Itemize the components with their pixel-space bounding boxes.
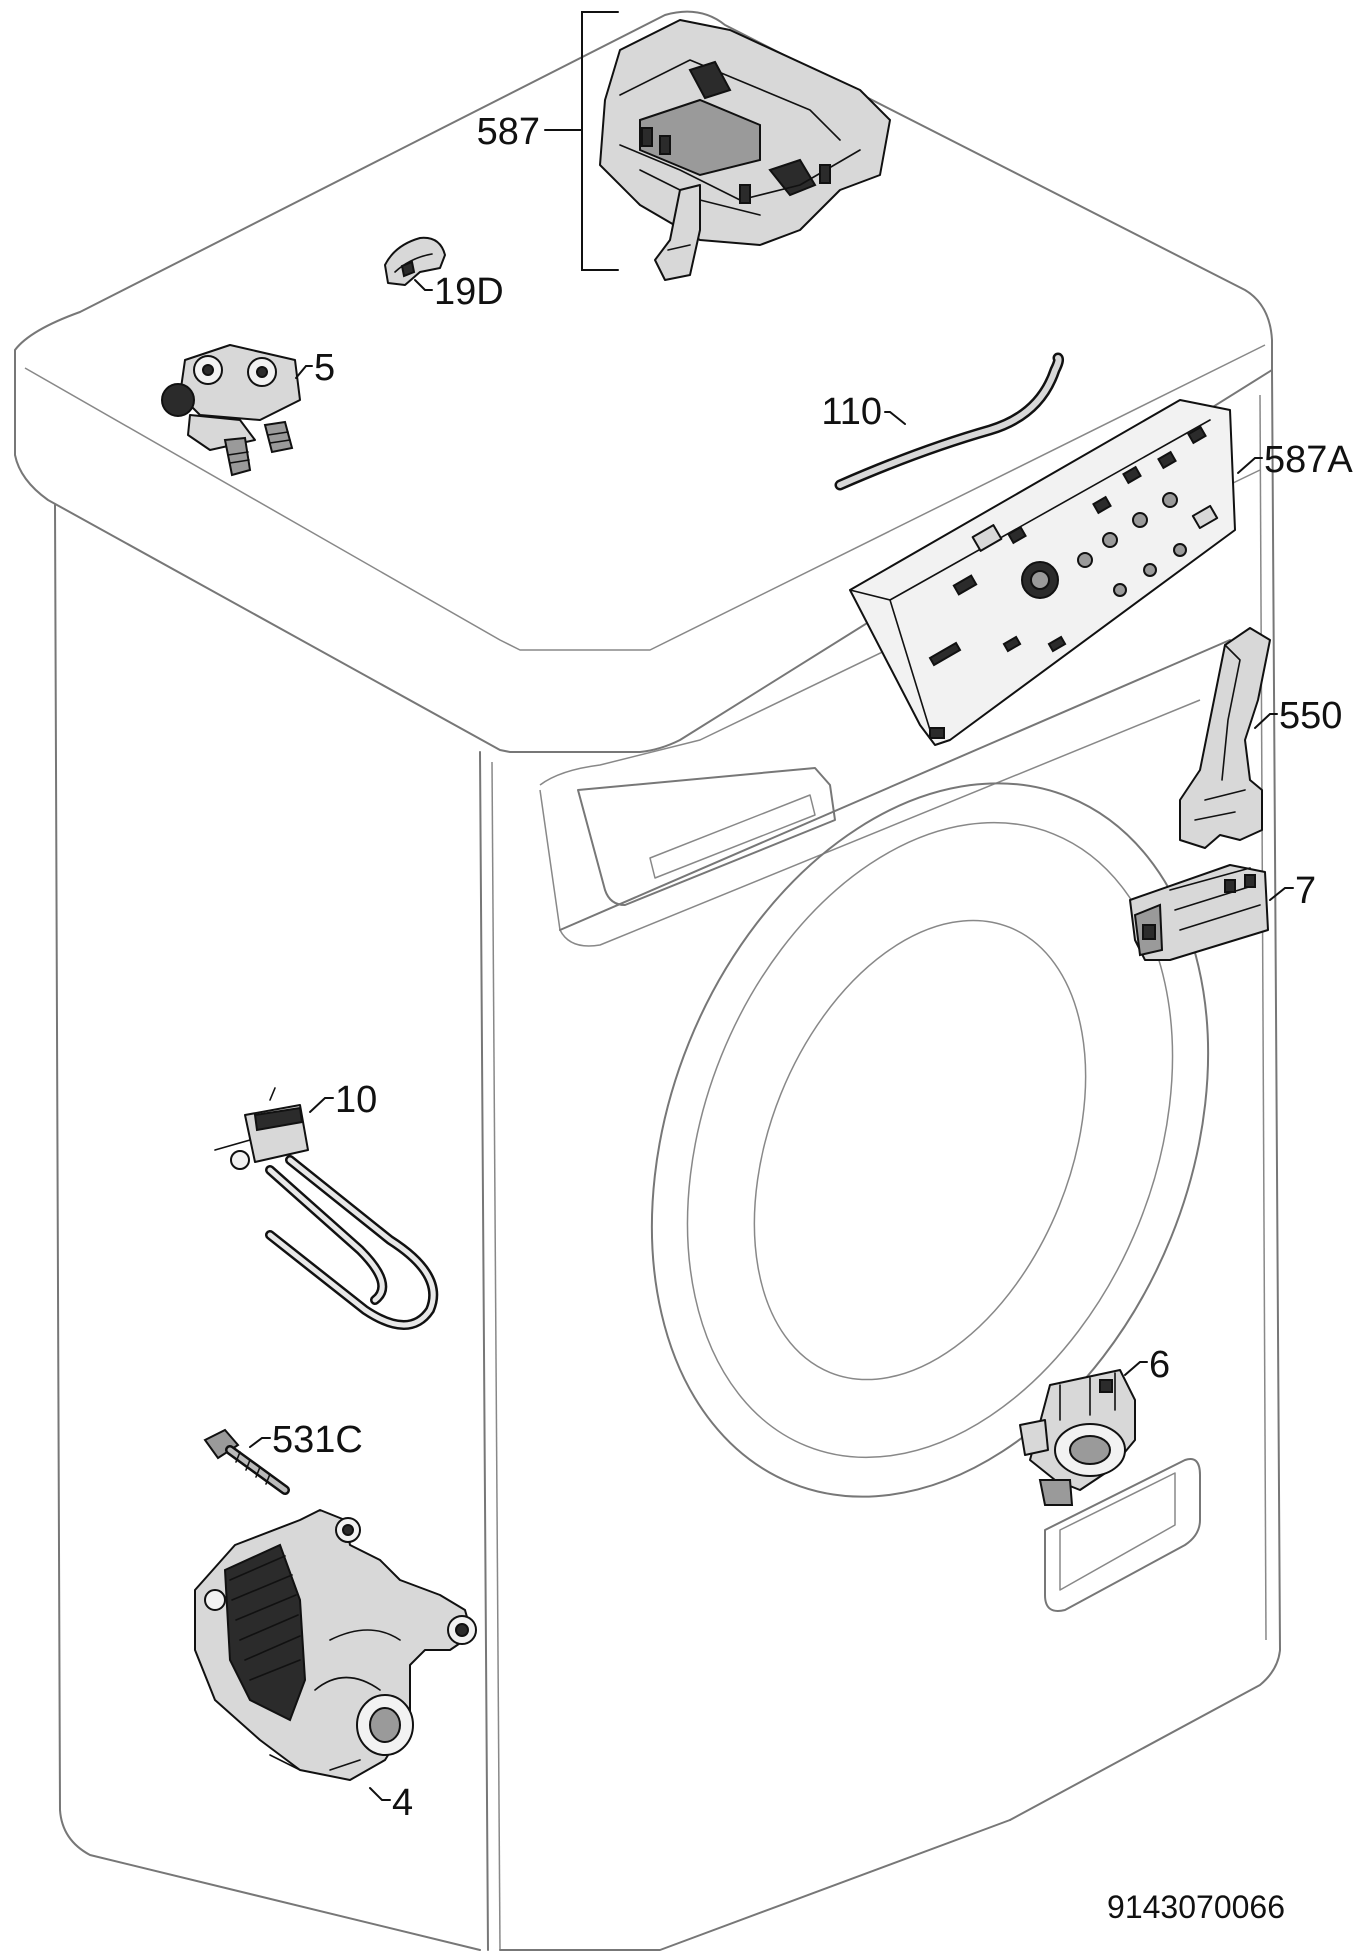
callout-550: 550 — [1254, 695, 1342, 737]
part-4-motor — [194, 1509, 477, 1781]
part-587A-control-board — [849, 399, 1236, 746]
label-587: 587 — [477, 111, 540, 153]
callout-19D: 19D — [414, 271, 504, 313]
part-531C-screw — [203, 1428, 290, 1495]
washing-machine-outline — [14, 10, 1281, 1951]
label-10: 10 — [335, 1079, 377, 1121]
label-110: 110 — [821, 391, 882, 433]
label-6: 6 — [1149, 1344, 1170, 1386]
label-4: 4 — [392, 1782, 413, 1824]
callout-6: 6 — [1124, 1344, 1170, 1386]
label-19D: 19D — [434, 271, 504, 313]
callout-110: 110 — [821, 391, 906, 433]
label-5: 5 — [314, 347, 335, 389]
part-587-control-module — [599, 19, 891, 281]
label-587A: 587A — [1264, 439, 1353, 481]
callout-5: 5 — [295, 347, 335, 389]
part-10-heating-element — [214, 1087, 439, 1330]
callout-10: 10 — [309, 1079, 377, 1121]
part-110-hose — [834, 352, 1065, 491]
part-19D-clip — [384, 236, 446, 286]
document-number: 9143070066 — [1107, 1889, 1285, 1925]
callout-4: 4 — [369, 1782, 413, 1824]
callout-7: 7 — [1269, 870, 1316, 912]
label-7: 7 — [1295, 870, 1316, 912]
part-7-door-lock — [1129, 864, 1269, 961]
label-550: 550 — [1279, 695, 1342, 737]
callout-587: 587 — [477, 11, 619, 271]
part-550-bracket — [1179, 627, 1271, 849]
callout-531C: 531C — [249, 1419, 363, 1461]
callout-587A: 587A — [1237, 439, 1353, 481]
part-6-drain-pump — [1019, 1369, 1136, 1506]
part-5-inlet-valve — [161, 344, 301, 477]
label-531C: 531C — [272, 1419, 363, 1461]
